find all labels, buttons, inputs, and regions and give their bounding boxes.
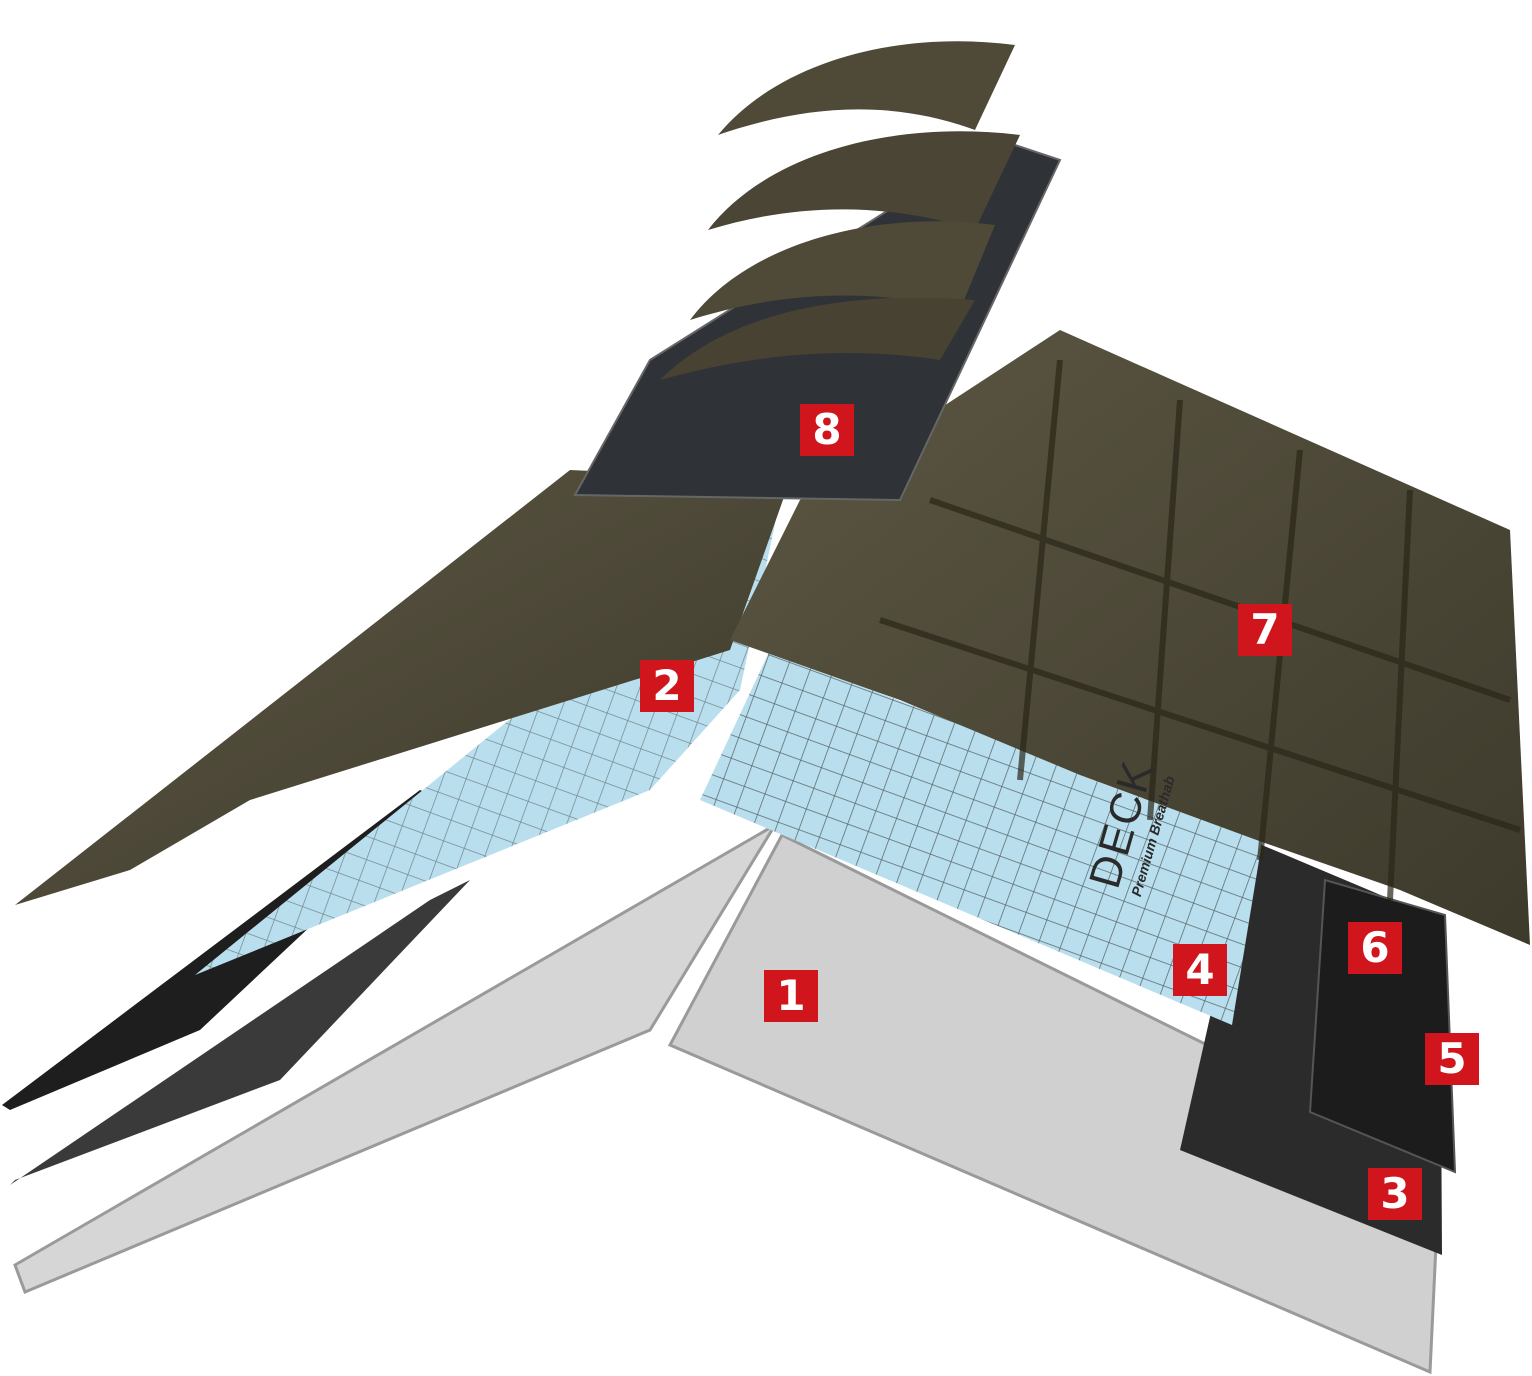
label-5-drip-edge: 5 xyxy=(1425,1033,1479,1085)
ridge-cap-3 xyxy=(690,221,995,320)
shingle-tab-lines xyxy=(879,359,1521,901)
label-4-underlayment: 4 xyxy=(1173,944,1227,996)
shingles-right xyxy=(730,330,1530,945)
shingles-left xyxy=(15,470,790,905)
label-1-deck: 1 xyxy=(764,970,818,1022)
underlayment-right-grid xyxy=(700,650,1262,1025)
plywood-left xyxy=(13,823,777,1294)
label-8-ridge-vent: 8 xyxy=(800,404,854,456)
ridge-cap-2 xyxy=(708,131,1020,230)
label-6-starter: 6 xyxy=(1348,922,1402,974)
label-7-shingles: 7 xyxy=(1238,604,1292,656)
membrane-left-lower xyxy=(10,880,470,1185)
label-3-membrane: 3 xyxy=(1368,1168,1422,1220)
ridge-cap-1 xyxy=(718,41,1015,135)
drip-edge-strip xyxy=(1308,878,1457,1174)
label-2-underlayment: 2 xyxy=(640,660,694,712)
ridge-cap-4 xyxy=(660,297,975,380)
